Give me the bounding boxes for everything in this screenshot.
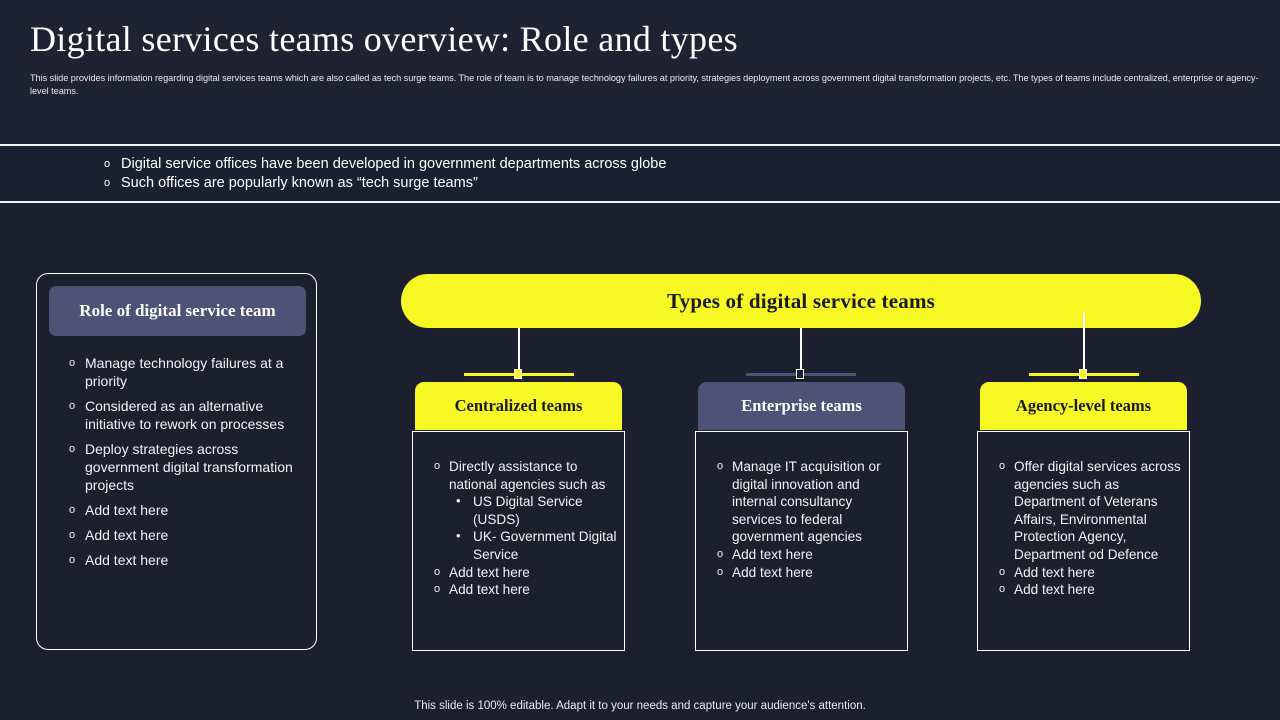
type-column-enterprise: Enterprise teams Manage IT acquisition o… (695, 382, 908, 651)
role-card-title: Role of digital service team (79, 301, 276, 320)
role-card-header-chip: Role of digital service team (49, 286, 306, 336)
connector-node-centralized (514, 369, 522, 379)
role-of-digital-service-team-card: Role of digital service team Manage tech… (36, 273, 317, 650)
connector-line-centralized (518, 328, 520, 376)
enterprise-teams-list: Manage IT acquisition or digital innovat… (696, 432, 907, 581)
page-subtitle: This slide provides information regardin… (30, 73, 1259, 96)
enterprise-teams-header-chip: Enterprise teams (698, 382, 905, 430)
list-item: Manage technology failures at a priority (51, 354, 306, 390)
enterprise-teams-body: Manage IT acquisition or digital innovat… (695, 431, 908, 651)
list-item: Add text here (702, 546, 901, 564)
list-item: Considered as an alternative initiative … (51, 397, 306, 433)
agency-level-teams-body: Offer digital services across agencies s… (977, 431, 1190, 651)
connector-node-enterprise (796, 369, 804, 379)
highlight-band-list: Digital service offices have been develo… (100, 155, 666, 193)
type-column-centralized: Centralized teams Directly assistance to… (412, 382, 625, 651)
list-item: Directly assistance to national agencies… (419, 458, 618, 564)
centralized-teams-body: Directly assistance to national agencies… (412, 431, 625, 651)
connector-line-agency (1083, 312, 1085, 376)
highlight-band: Digital service offices have been develo… (0, 144, 1280, 203)
centralized-teams-sublist: US Digital Service (USDS) UK- Government… (449, 492, 618, 563)
footer-note: This slide is 100% editable. Adapt it to… (414, 700, 866, 712)
enterprise-teams-title: Enterprise teams (741, 396, 862, 415)
slide-header: Digital services teams overview: Role an… (0, 0, 1280, 144)
list-item: Such offices are popularly known as “tec… (100, 174, 666, 193)
centralized-teams-list: Directly assistance to national agencies… (413, 432, 624, 599)
agency-level-teams-title: Agency-level teams (1015, 396, 1152, 415)
agency-level-teams-header-chip: Agency-level teams (980, 382, 1187, 430)
list-item: Digital service offices have been develo… (100, 155, 666, 174)
connector-line-enterprise (800, 328, 802, 376)
role-card-list: Manage technology failures at a priority… (51, 354, 306, 576)
list-item: Add text here (984, 564, 1183, 582)
type-column-agency-level: Agency-level teams Offer digital service… (977, 382, 1190, 651)
list-item: Deploy strategies across government digi… (51, 440, 306, 494)
list-item: Add text here (51, 501, 306, 519)
connector-node-agency (1079, 369, 1087, 379)
list-item-text: Directly assistance to national agencies… (449, 459, 606, 492)
list-item: Add text here (702, 564, 901, 582)
list-item: Add text here (984, 581, 1183, 599)
agency-level-teams-list: Offer digital services across agencies s… (978, 432, 1189, 599)
sub-list-item: UK- Government Digital Service (449, 527, 618, 563)
list-item: Add text here (419, 581, 618, 599)
sub-list-item: US Digital Service (USDS) (449, 492, 618, 528)
page-title: Digital services teams overview: Role an… (30, 19, 738, 59)
list-item: Manage IT acquisition or digital innovat… (702, 458, 901, 546)
types-of-digital-service-teams-banner: Types of digital service teams (401, 274, 1201, 328)
list-item: Add text here (51, 551, 306, 569)
list-item: Add text here (51, 526, 306, 544)
types-banner-title: Types of digital service teams (666, 288, 936, 313)
list-item: Add text here (419, 564, 618, 582)
list-item: Offer digital services across agencies s… (984, 458, 1183, 564)
centralized-teams-header-chip: Centralized teams (415, 382, 622, 430)
centralized-teams-title: Centralized teams (454, 396, 583, 415)
